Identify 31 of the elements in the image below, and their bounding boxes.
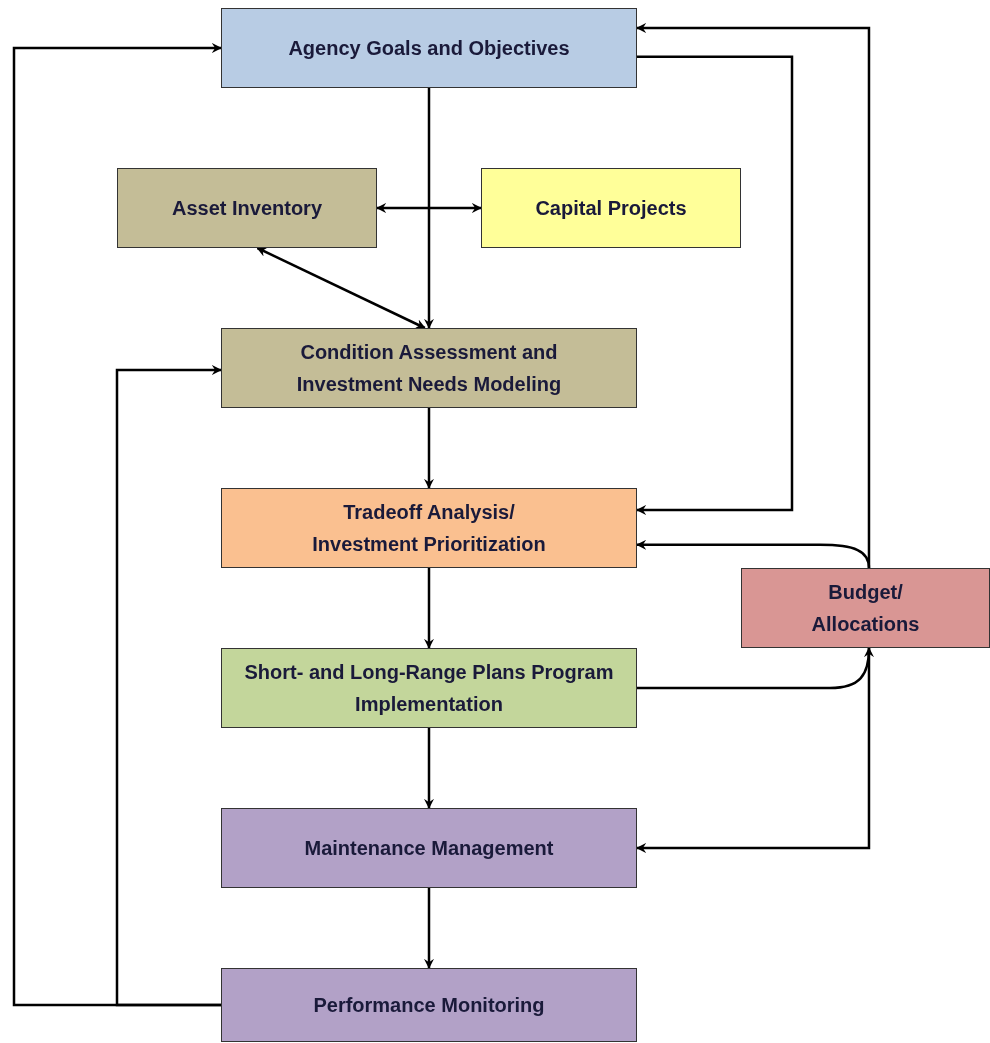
arrow: [637, 647, 874, 690]
arrow: [424, 88, 434, 329]
process-box: [481, 168, 741, 248]
arrow: [636, 648, 871, 853]
arrow: [424, 568, 434, 649]
box-label: Condition Assessment and Investment Needs Modeling: [295, 340, 563, 397]
arrow: [115, 365, 222, 1007]
process-box: [221, 648, 637, 728]
arrow: [424, 888, 434, 969]
arrow: [424, 728, 434, 809]
box-label: Tradeoff Analysis/ Investment Prioritization: [311, 500, 547, 557]
arrow: [12, 43, 222, 1007]
box-label: Maintenance Management: [303, 836, 555, 861]
arrow: [636, 55, 794, 515]
box-label: Short- and Long-Range Plans Program Implementation: [243, 660, 615, 717]
arrow: [376, 203, 482, 213]
box-label: Budget/ Allocations: [810, 580, 921, 637]
box-label: Agency Goals and Objectives: [287, 36, 571, 61]
process-box: [221, 968, 637, 1042]
box-label: Asset Inventory: [170, 196, 324, 221]
process-box: [221, 8, 637, 88]
process-box: [221, 328, 637, 408]
box-label: Capital Projects: [534, 196, 688, 221]
process-box: [221, 808, 637, 888]
box-label: Performance Monitoring: [312, 993, 546, 1018]
arrow: [424, 408, 434, 489]
process-box: [117, 168, 377, 248]
process-box: [741, 568, 990, 648]
arrow: [636, 539, 871, 569]
process-box: [221, 488, 637, 568]
arrow: [256, 246, 426, 330]
